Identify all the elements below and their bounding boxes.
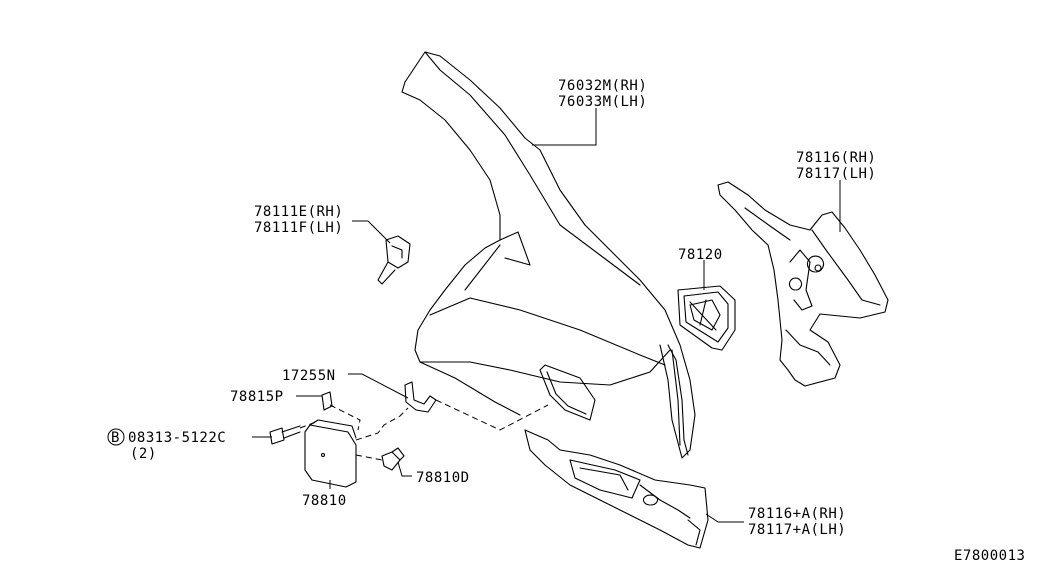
label-wheelhouse-lh: 78117(LH) <box>796 166 876 182</box>
label-spring-78810d: 78810D <box>416 470 470 486</box>
rear-fender-part <box>401 51 696 459</box>
bumper-part <box>321 391 333 411</box>
label-bumper-78815p: 78815P <box>230 389 284 405</box>
label-wheelhouse-rh: 78116(RH) <box>796 150 876 166</box>
label-bracket-lh: 78111F(LH) <box>254 220 343 236</box>
label-filler-lid: 78810 <box>302 493 347 509</box>
lower-panel-part <box>524 429 709 549</box>
label-lower-panel-rh: 78116+A(RH) <box>748 506 846 522</box>
label-filler-base: 78120 <box>678 247 723 263</box>
bracket-part <box>377 235 411 285</box>
label-bolt-code: 08313-5122C <box>128 430 226 446</box>
label-bolt-qty: (2) <box>130 446 157 462</box>
label-rear-fender-rh: 76032M(RH) <box>558 78 647 94</box>
wheelhouse-part <box>717 181 889 387</box>
label-lower-panel-lh: 78117+A(LH) <box>748 522 846 538</box>
label-clip-17255n: 17255N <box>282 368 336 384</box>
label-bolt-symbol: B <box>111 430 120 446</box>
alignment-lines <box>299 399 549 461</box>
clip-part <box>404 381 437 413</box>
leader-lines <box>252 108 841 523</box>
label-rear-fender-lh: 76033M(LH) <box>558 94 647 110</box>
label-bracket-rh: 78111E(RH) <box>254 204 343 220</box>
filler-lid-part <box>304 419 357 488</box>
bolt-symbol-circle <box>107 428 125 446</box>
filler-base-part <box>677 285 736 351</box>
bolt-part <box>269 425 301 445</box>
spring-part <box>381 447 405 471</box>
diagram-id: E7800013 <box>954 548 1025 564</box>
